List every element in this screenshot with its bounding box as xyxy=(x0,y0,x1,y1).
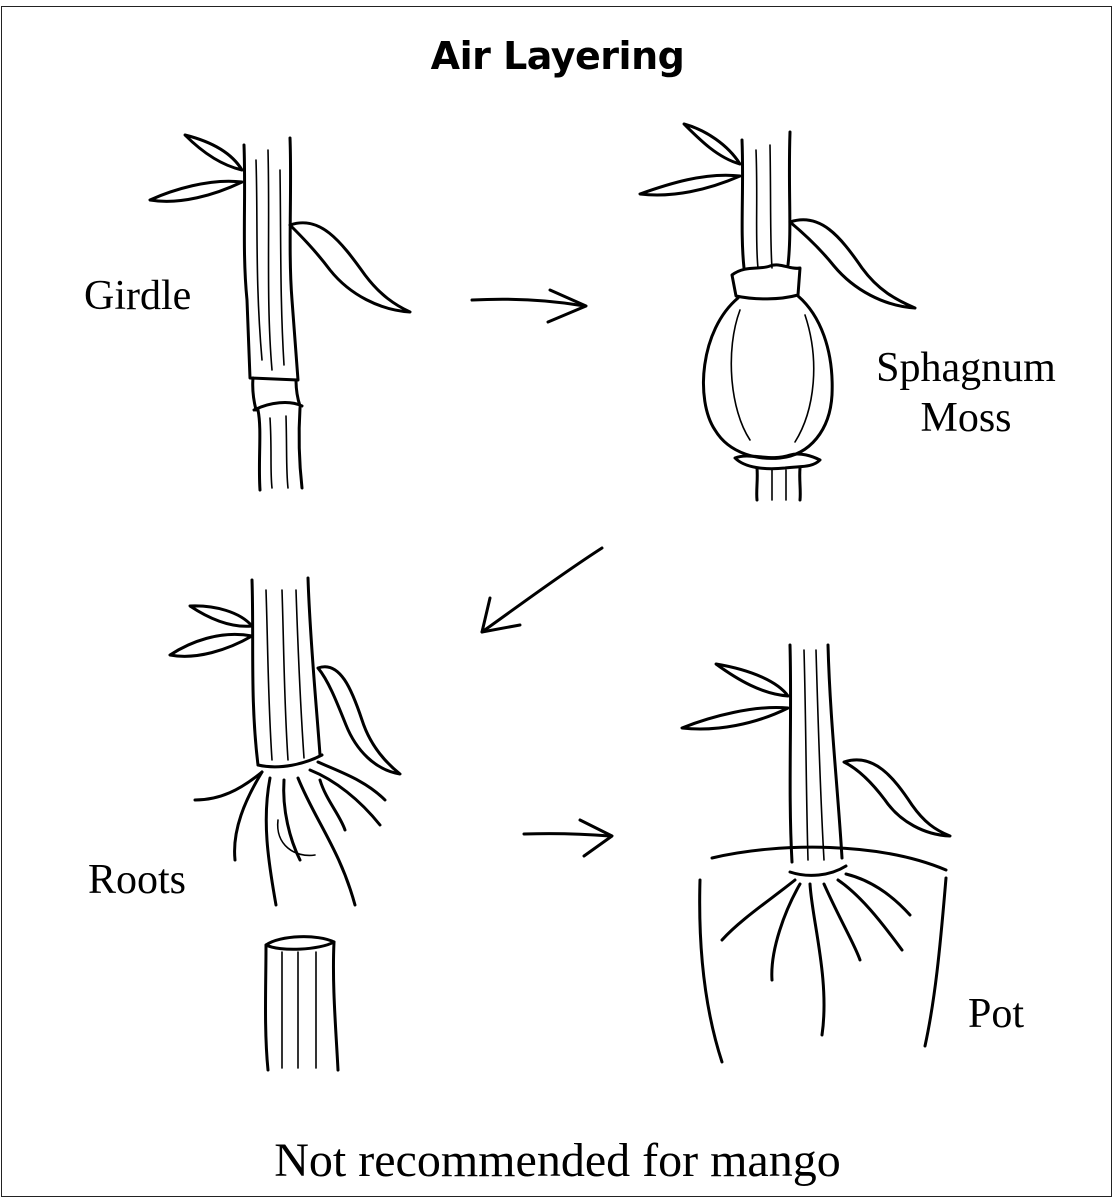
arrow-moss-to-roots xyxy=(482,548,602,632)
step-label-roots: Roots xyxy=(88,856,186,906)
step-label-sphagnum-moss: Sphagnum Moss xyxy=(866,344,1066,443)
moss-label-line-1: Sphagnum xyxy=(866,344,1066,394)
roots-drawing xyxy=(170,578,400,1070)
pot-drawing xyxy=(682,645,950,1062)
step-label-pot: Pot xyxy=(968,990,1024,1040)
arrow-girdle-to-moss xyxy=(472,290,586,322)
footnote: Not recommended for mango xyxy=(0,1133,1115,1188)
moss-wrap-drawing xyxy=(640,124,915,500)
moss-label-line-2: Moss xyxy=(866,394,1066,444)
arrow-roots-to-pot xyxy=(524,820,612,856)
step-label-girdle: Girdle xyxy=(84,272,191,322)
